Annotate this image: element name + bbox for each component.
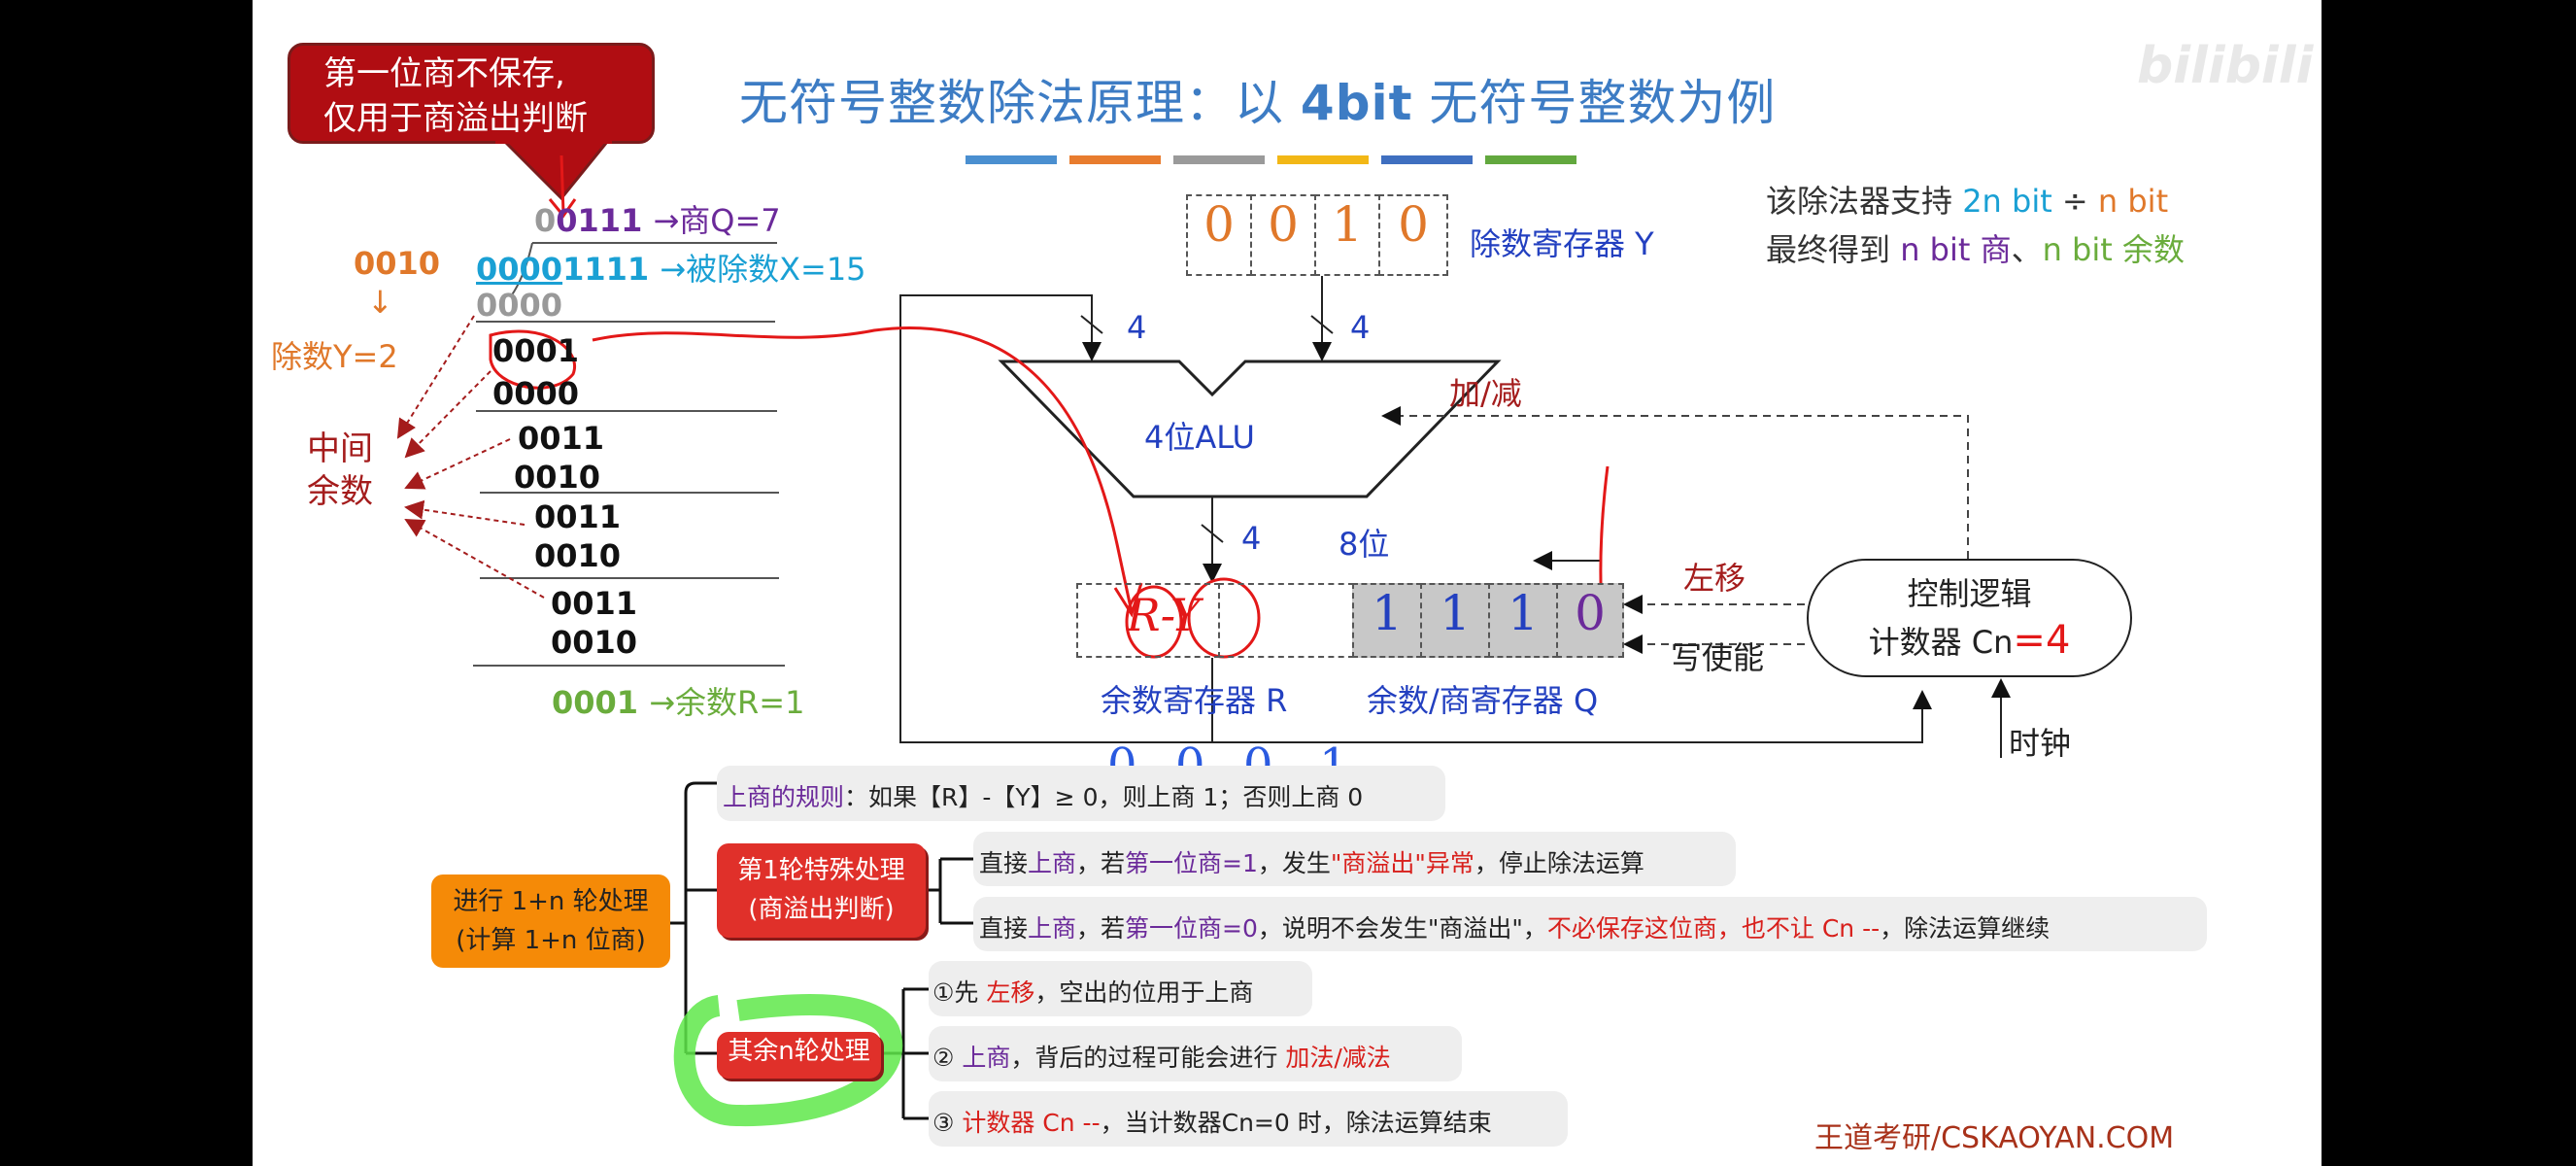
rest-item-text: ①先 左移，空出的位用于上商: [932, 978, 1254, 1007]
register-width: 8位: [1339, 526, 1390, 563]
step: 0011: [518, 420, 605, 457]
accent-bar: [1277, 155, 1369, 164]
divisor-value: 0010: [354, 245, 441, 282]
q-cell: 0: [1556, 583, 1624, 658]
remaining-rounds-node: 其余n轮处理: [717, 1032, 881, 1079]
first-item-text: 直接上商，若第一位商=0，说明不会发生"商溢出"，不必保存这位商，也不让 Cn …: [979, 914, 2051, 943]
y-register-label: 除数寄存器 Y: [1470, 225, 1654, 262]
bus-width-out: 4: [1241, 520, 1262, 557]
rest-item-text: ② 上商，背后的过程可能会进行 加法/减法: [932, 1044, 1391, 1072]
y-cell: 1: [1314, 194, 1380, 276]
step: 0011: [534, 498, 622, 535]
bus-width-b: 4: [1350, 309, 1371, 346]
footer-watermark: 王道考研/CSKAOYAN.COM: [1814, 1121, 2175, 1155]
y-cell: 0: [1378, 194, 1448, 276]
step: 0000: [476, 287, 563, 324]
rest-item-node: [929, 1026, 1462, 1081]
bus-width-a: 4: [1127, 309, 1147, 346]
step: 0010: [534, 537, 622, 574]
control-logic-unit: 控制逻辑 计数器 Cn=4: [1807, 559, 2132, 677]
capacity-note: 该除法器支持 2n bit ÷ n bit 最终得到 n bit 商、n bit…: [1766, 183, 2185, 268]
q-cell: 1: [1420, 583, 1490, 658]
r-cell: [1218, 583, 1354, 658]
q-register-label: 余数/商寄存器 Q: [1367, 682, 1599, 719]
accent-bar: [1485, 155, 1576, 164]
rule-text: 上商的规则：如果【R】-【Y】≥ 0，则上商 1；否则上商 0: [723, 783, 1364, 811]
callout-pointer: [501, 140, 611, 201]
bilibili-watermark: bilibili: [2137, 37, 2314, 95]
step: 0000: [492, 375, 580, 412]
y-cell: 0: [1250, 194, 1316, 276]
accent-bar: [1173, 155, 1265, 164]
handwritten-r-minus-y: R-Y: [1127, 589, 1201, 641]
first-round-node: 第1轮特殊处理(商溢出判断): [717, 843, 926, 938]
accent-bar: [1069, 155, 1161, 164]
q-cell: 1: [1352, 583, 1422, 658]
y-cell: 0: [1186, 194, 1252, 276]
first-item-text: 直接上商，若第一位商=1，发生"商溢出"异常，停止除法运算: [979, 849, 1644, 877]
accent-bar: [966, 155, 1057, 164]
step: 0001: [492, 332, 580, 369]
page-title: 无符号整数除法原理：以 4bit 无符号整数为例: [739, 75, 1777, 131]
divisor-label: 除数Y=2: [271, 338, 398, 375]
quotient: 00111 →商Q=7: [534, 202, 781, 239]
rest-item-node: [929, 961, 1312, 1016]
step: 0010: [551, 624, 638, 661]
accent-bar: [1381, 155, 1473, 164]
divisor-arrow: ↓: [367, 284, 393, 321]
mindmap-root: 进行 1+n 轮处理(计算 1+n 位商): [431, 874, 670, 968]
clock-label: 时钟: [2009, 725, 2072, 762]
q-cell: 1: [1488, 583, 1558, 658]
remainder: 0001 →余数R=1: [552, 684, 805, 721]
rest-item-text: ③ 计数器 Cn --，当计数器Cn=0 时，除法运算结束: [932, 1109, 1492, 1137]
intermediate-remainder-label: 中间余数: [307, 429, 373, 511]
alu-shape: [998, 360, 1502, 498]
step: 0011: [551, 585, 638, 622]
rest-item-node: [929, 1091, 1568, 1147]
dividend: 00001111 →被除数X=15: [476, 251, 866, 288]
first-item-node: [973, 897, 2207, 951]
write-enable-label: 写使能: [1671, 639, 1765, 676]
rule-node: [717, 766, 1445, 821]
first-item-node: [973, 832, 1736, 886]
r-register-label: 余数寄存器 R: [1101, 682, 1288, 719]
callout-box: 第一位商不保存,仅用于商溢出判断: [288, 43, 655, 144]
step: 0010: [514, 459, 601, 496]
alu-label: 4位ALU: [1144, 419, 1255, 456]
shift-left-label: 左移: [1683, 560, 1746, 597]
green-highlight: [673, 994, 903, 1127]
add-sub-label: 加/减: [1449, 375, 1522, 412]
